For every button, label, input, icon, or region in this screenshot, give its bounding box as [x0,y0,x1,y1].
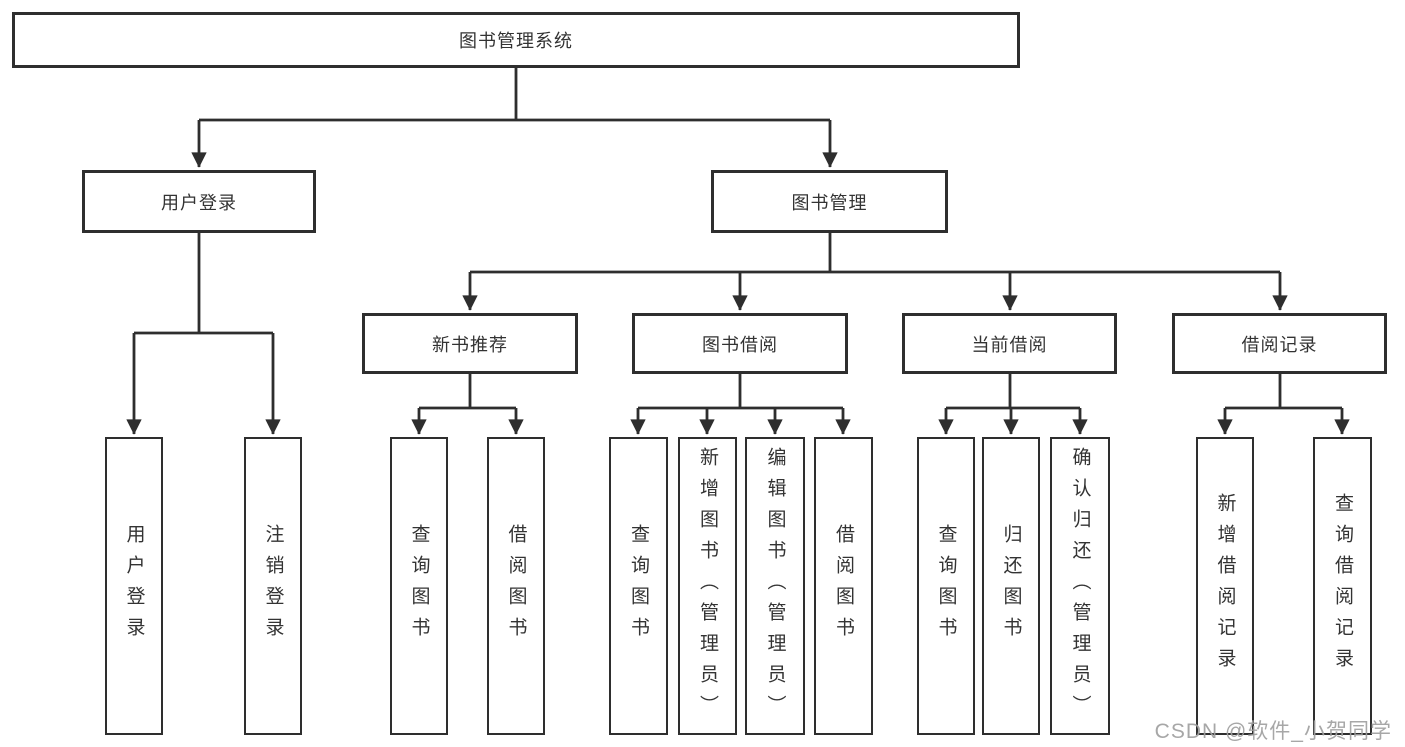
node-book-borrowing: 图书借阅 [632,313,848,374]
leaf-label: 注销登录 [262,524,284,648]
node-label: 当前借阅 [971,334,1048,355]
node-label: 图书借阅 [702,334,778,355]
node-label: 图书管理 [791,192,868,213]
csdn-watermark: CSDN @软件_小贺同学 [1154,720,1392,743]
leaf-label: 用户登录 [123,524,145,648]
node-label: 新书推荐 [432,334,508,355]
node-label: 借阅记录 [1241,334,1318,355]
node-borrowing-records: 借阅记录 [1172,313,1387,374]
leaf-label: 借阅图书 [505,524,527,648]
leaf-user-login: 用户登录 [105,437,163,735]
leaf-label: 归还图书 [1000,524,1022,648]
leaf-borrow-books: 借阅图书 [487,437,545,735]
node-new-book-recommend: 新书推荐 [362,313,578,374]
connector-book-management [470,233,1280,274]
leaf-return-books: 归还图书 [982,437,1040,735]
node-label: 图书管理系统 [459,31,573,51]
leaf-query-books: 查询图书 [390,437,448,735]
leaf-confirm-return-admin: 确认归还（管理员） [1050,437,1110,735]
node-system-root: 图书管理系统 [12,12,1020,68]
node-user-login: 用户登录 [82,170,316,233]
leaf-logout: 注销登录 [244,437,302,735]
leaf-query-borrow-records: 查询借阅记录 [1313,437,1372,735]
leaf-label: 编辑图书（管理员） [764,446,786,726]
leaf-add-books-admin: 新增图书（管理员） [678,437,737,735]
node-book-management: 图书管理 [711,170,948,233]
leaf-query-books: 查询图书 [917,437,975,735]
leaf-label: 查询图书 [935,524,957,648]
leaf-label: 新增图书（管理员） [697,446,718,726]
leaf-edit-books-admin: 编辑图书（管理员） [745,437,805,735]
leaf-add-borrow-record: 新增借阅记录 [1196,437,1254,735]
connector-current-borrowing [946,374,1080,410]
leaf-borrow-books: 借阅图书 [814,437,873,735]
connector-root [199,68,830,122]
leaf-label: 查询图书 [628,524,649,648]
leaf-query-books: 查询图书 [609,437,668,735]
leaf-label: 查询借阅记录 [1332,493,1353,679]
leaf-label: 查询图书 [408,524,430,648]
node-current-borrowing: 当前借阅 [902,313,1117,374]
leaf-label: 借阅图书 [833,524,854,648]
node-label: 用户登录 [161,192,237,213]
connector-book-borrowing [638,374,843,410]
connector-user-login [134,233,273,335]
connector-new-book-recommend [419,374,516,410]
connector-borrowing-records [1225,374,1342,410]
leaf-label: 确认归还（管理员） [1069,446,1091,726]
leaf-label: 新增借阅记录 [1214,493,1236,679]
